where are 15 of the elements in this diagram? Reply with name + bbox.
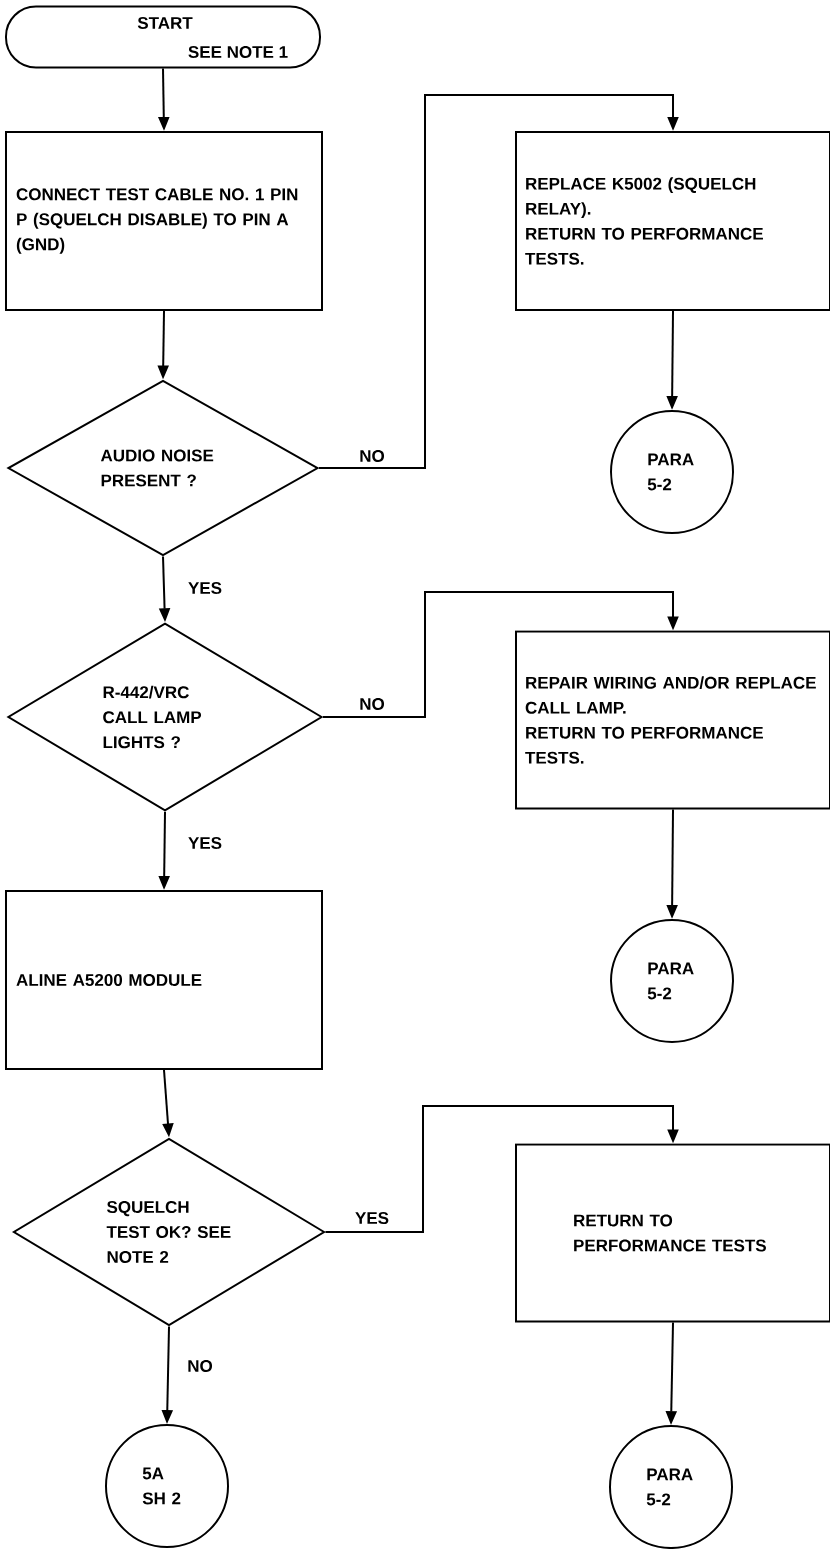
process-box: REPAIR WIRING AND/OR REPLACE CALL LAMP. RETURN TO PERFORMANCE TESTS. bbox=[515, 630, 830, 810]
arrow bbox=[324, 1105, 679, 1233]
edge-label: YES bbox=[187, 836, 223, 851]
process-box: ALINE A5200 MODULE bbox=[5, 890, 323, 1070]
arrow bbox=[322, 591, 679, 718]
process-box: RETURN TO PERFORMANCE TESTS bbox=[515, 1143, 830, 1323]
edge-label: NO bbox=[358, 449, 386, 463]
edge-label: YES bbox=[187, 581, 223, 596]
edge-label: NO bbox=[358, 697, 386, 712]
process-box: REPLACE K5002 (SQUELCH RELAY). RETURN TO PERFORMANCE TESTS. bbox=[515, 131, 830, 311]
edge-label: NO bbox=[186, 1359, 214, 1374]
edge-label: YES bbox=[354, 1211, 390, 1226]
terminal: START SEE NOTE 1 bbox=[5, 5, 321, 69]
process-box: CONNECT TEST CABLE NO. 1 PIN P (SQUELCH DISABLE) TO PIN A (GND) bbox=[5, 131, 323, 311]
arrow bbox=[318, 94, 679, 469]
